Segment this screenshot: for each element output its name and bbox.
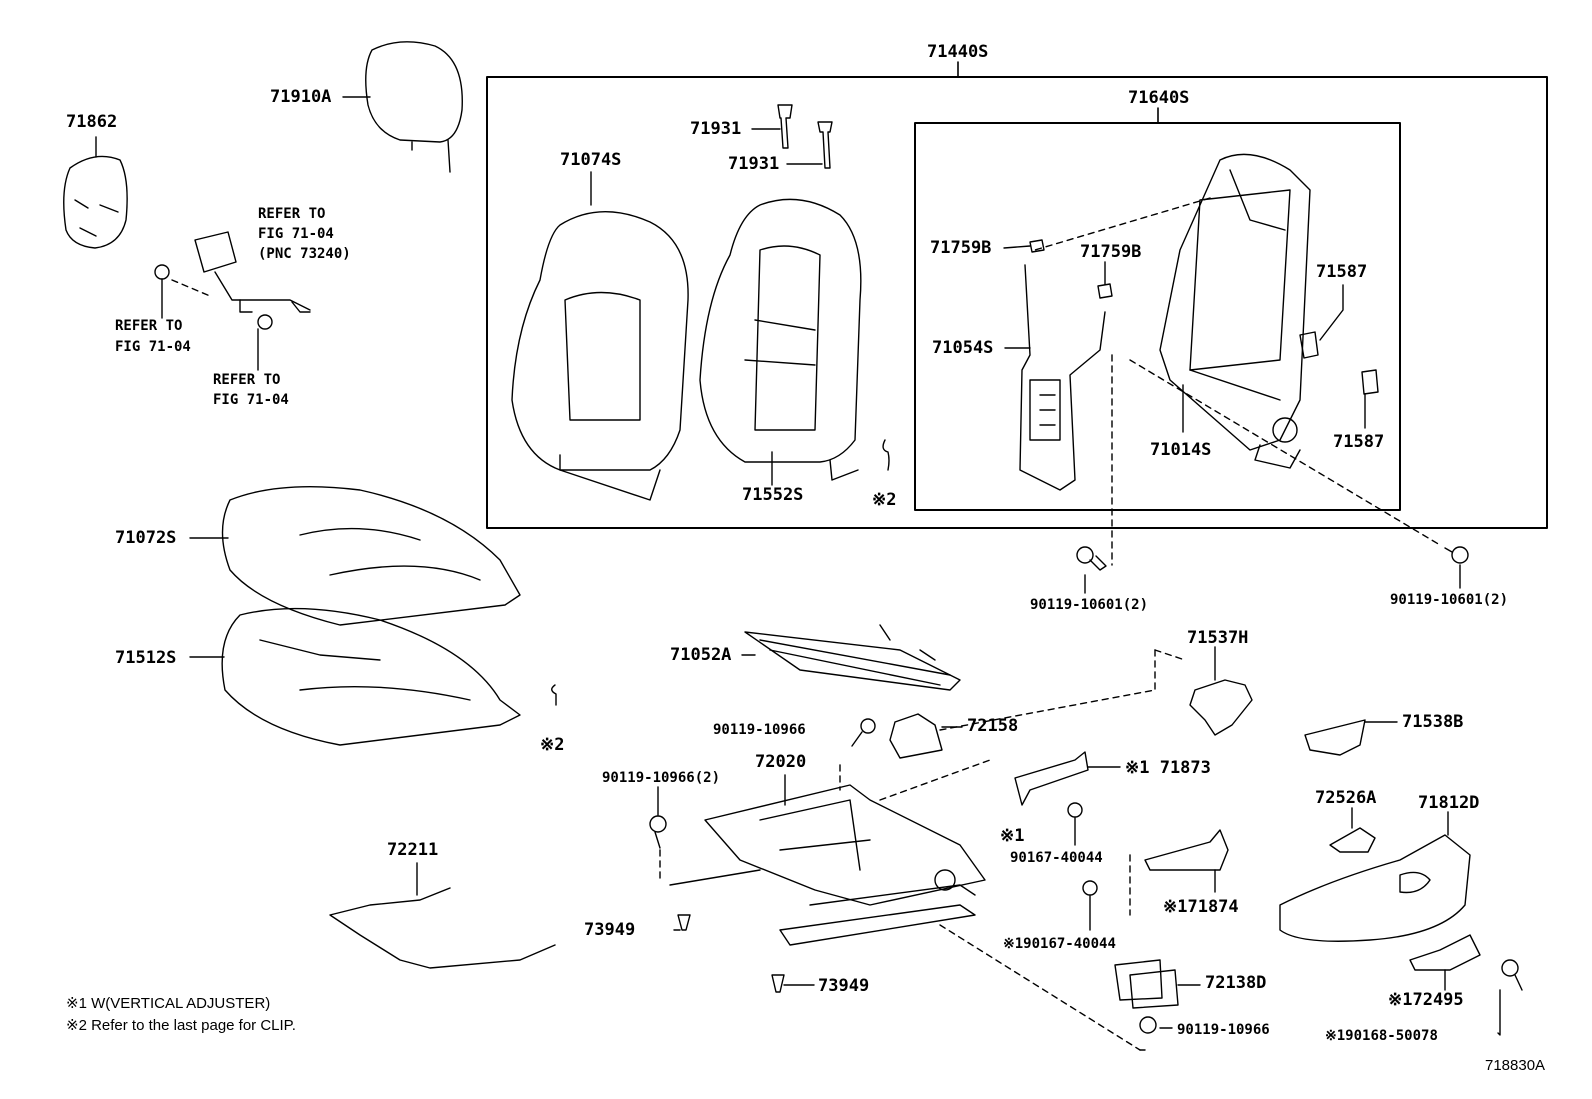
- cable-72211: [329, 862, 556, 969]
- label-clip-2-a: ※2: [872, 490, 897, 510]
- side-shield-71812D: [1279, 811, 1471, 942]
- label-71862: 71862: [66, 112, 118, 132]
- label-71931-b: 71931: [728, 154, 780, 174]
- label-71812D: 71812D: [1418, 793, 1480, 813]
- footnote-1: ※1 W(VERTICAL ADJUSTER): [66, 995, 271, 1012]
- clips-71759B: [1003, 239, 1113, 299]
- cover-71862: [63, 136, 128, 249]
- label-73949-b: 73949: [818, 976, 870, 996]
- label-72158: 72158: [967, 716, 1019, 736]
- label-71538B: 71538B: [1402, 712, 1464, 732]
- bracket-71537H: [1189, 646, 1253, 736]
- bolt-90119-10601-right: [1444, 546, 1469, 589]
- backrest-cover-71552S: [699, 198, 890, 486]
- backrest-pad-71074S: [511, 171, 689, 501]
- refer-1-line-1: REFER TO: [258, 206, 326, 222]
- label-90119-10601-left: 90119-10601(2): [1030, 597, 1149, 613]
- clips-71587: [1299, 284, 1379, 429]
- label-clip-2-b: ※2: [540, 735, 565, 755]
- label-72211: 72211: [387, 840, 439, 860]
- refer-1-line-2: FIG 71-04: [258, 226, 334, 242]
- label-71074S: 71074S: [560, 150, 622, 170]
- label-90167-40044-b: ※190167-40044: [1003, 936, 1116, 952]
- bracket-71538B: [1304, 719, 1398, 756]
- seat-adjuster-72020: [669, 759, 991, 946]
- group-box-71440S: [486, 76, 1548, 529]
- cushion-cover-71512S: [189, 607, 557, 746]
- label-90119-10966-2: 90119-10966(2): [602, 770, 721, 786]
- bolt-73949: [673, 914, 815, 993]
- bolt-90119-10966-bottom: [1139, 1016, 1173, 1034]
- label-72495: ※172495: [1388, 990, 1464, 1010]
- refer-3-line-2: FIG 71-04: [213, 392, 289, 408]
- label-72020: 72020: [755, 752, 807, 772]
- label-90119-10966-top: 90119-10966: [713, 722, 806, 738]
- label-73949-a: 73949: [584, 920, 636, 940]
- footnote-2: ※2 Refer to the last page for CLIP.: [66, 1017, 296, 1034]
- arm-71873: [1014, 751, 1121, 846]
- label-90119-10966-bottom: 90119-10966: [1177, 1022, 1270, 1038]
- seatback-frame-71014S: [1034, 153, 1311, 469]
- cover-72495: [1409, 934, 1481, 991]
- arm-71874: [1082, 829, 1229, 931]
- label-71587-b: 71587: [1333, 432, 1385, 452]
- label-90168-50078: ※190168-50078: [1325, 1028, 1438, 1044]
- bolt-90119-10966-top: [851, 718, 876, 747]
- cover-72158: [889, 649, 1186, 759]
- label-71873: ※1 71873: [1125, 758, 1211, 778]
- pins-71931: [751, 104, 833, 169]
- label-90119-10601-right: 90119-10601(2): [1390, 592, 1509, 608]
- label-71440S: 71440S: [927, 42, 989, 62]
- leader-90119-10601-right: [1129, 359, 1441, 546]
- figure-code: 718830A: [1485, 1057, 1546, 1074]
- seat-belt-buckle: [154, 231, 311, 371]
- label-71052A: 71052A: [670, 645, 732, 665]
- refer-2-line-2: FIG 71-04: [115, 339, 191, 355]
- label-71512S: 71512S: [115, 648, 177, 668]
- label-72138D: 72138D: [1205, 973, 1267, 993]
- refer-3-line-1: REFER TO: [213, 372, 281, 388]
- bolt-90119-10601-left: [1076, 546, 1107, 594]
- label-71552S: 71552S: [742, 485, 804, 505]
- label-71931-a: 71931: [690, 119, 742, 139]
- bolt-90168-50078: [1497, 959, 1523, 1036]
- bolt-90119-10966-left: [649, 786, 667, 881]
- label-90167-40044-a: 90167-40044: [1010, 850, 1103, 866]
- label-mark-1: ※1: [1000, 826, 1025, 846]
- label-71759B-b: 71759B: [1080, 242, 1142, 262]
- refer-2-line-1: REFER TO: [115, 318, 183, 334]
- label-71759B-a: 71759B: [930, 238, 992, 258]
- label-71014S: 71014S: [1150, 440, 1212, 460]
- refer-1-line-3: (PNC 73240): [258, 246, 351, 262]
- cover-72138D: [939, 924, 1201, 1051]
- headrest-71910A: [342, 41, 463, 173]
- label-71072S: 71072S: [115, 528, 177, 548]
- seat-spring-71052A: [741, 624, 961, 691]
- label-71874: ※171874: [1163, 897, 1239, 917]
- label-72526A: 72526A: [1315, 788, 1377, 808]
- label-71640S: 71640S: [1128, 88, 1190, 108]
- knob-72526A: [1329, 807, 1376, 853]
- label-71054S: 71054S: [932, 338, 994, 358]
- label-71537H: 71537H: [1187, 628, 1249, 648]
- label-71587-a: 71587: [1316, 262, 1368, 282]
- label-71910A: 71910A: [270, 87, 332, 107]
- lumbar-support-71054S: [1004, 264, 1106, 491]
- cushion-pad-71072S: [189, 485, 521, 626]
